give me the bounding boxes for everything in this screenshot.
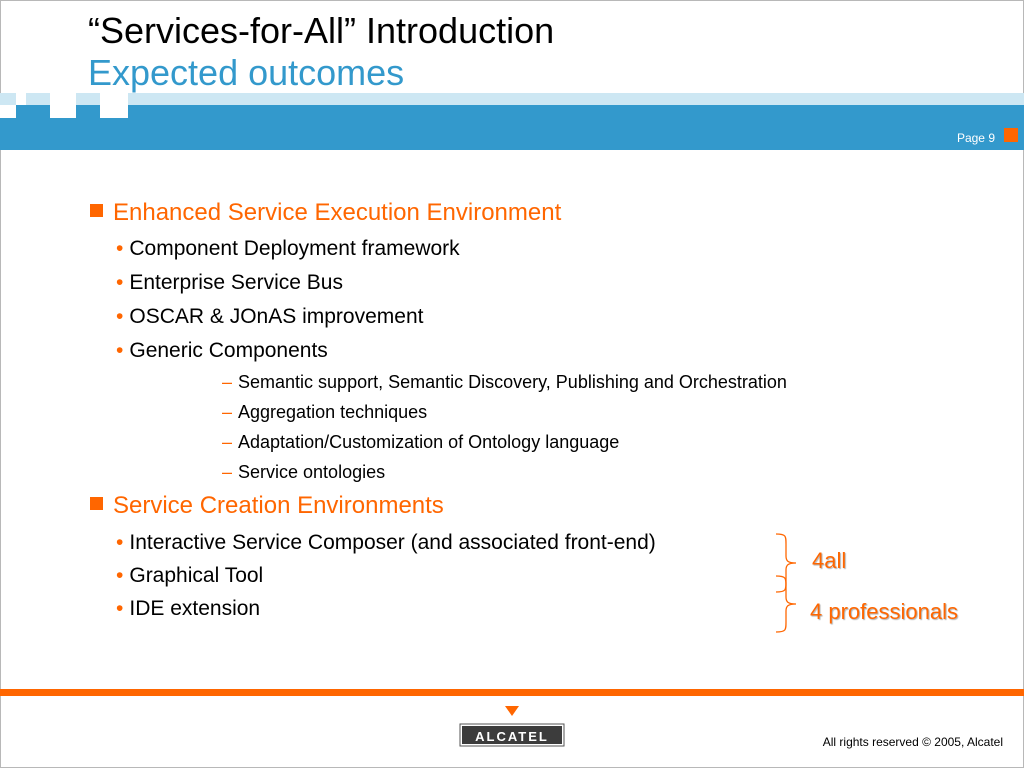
bullet-icon: •: [116, 339, 124, 362]
list-item-text: Generic Components: [129, 339, 328, 362]
list-item: •Graphical Tool: [116, 564, 263, 588]
list-item: •Generic Components: [116, 339, 328, 363]
page-number: Page 9: [956, 131, 995, 145]
list-item: •Enterprise Service Bus: [116, 271, 343, 295]
slide-title: “Services-for-All” Introduction: [88, 10, 555, 51]
sub-list-item: –Adaptation/Customization of Ontology la…: [222, 432, 619, 453]
deco-square: [76, 93, 100, 105]
list-item-text: Component Deployment framework: [129, 237, 460, 260]
square-bullet-icon: [90, 204, 103, 217]
bullet-icon: •: [116, 305, 124, 328]
sub-list-item: –Semantic support, Semantic Discovery, P…: [222, 372, 787, 393]
header-band-light: [128, 93, 1024, 105]
list-item-text: Interactive Service Composer (and associ…: [129, 531, 656, 554]
square-bullet-icon: [90, 497, 103, 510]
alcatel-logo: ALCATEL: [458, 704, 566, 753]
sub-list-item-text: Aggregation techniques: [238, 402, 428, 422]
brace-label-4-professionals: 4 professionals: [810, 599, 958, 624]
deco-square: [50, 105, 76, 118]
bullet-icon: •: [116, 564, 124, 587]
slide-subtitle: Expected outcomes: [88, 52, 405, 93]
brace-icon: [775, 575, 797, 633]
bullet-icon: •: [116, 531, 124, 554]
list-item: •IDE extension: [116, 597, 260, 621]
dash-icon: –: [222, 402, 233, 422]
bullet-icon: •: [116, 271, 124, 294]
sub-list-item-text: Semantic support, Semantic Discovery, Pu…: [238, 372, 787, 392]
deco-square: [16, 93, 26, 105]
brace-label-4all: 4all: [812, 548, 847, 573]
section-heading-text: Service Creation Environments: [113, 492, 444, 519]
section-heading: Enhanced Service Execution Environment: [90, 199, 561, 227]
list-item-text: OSCAR & JOnAS improvement: [129, 305, 424, 328]
dash-icon: –: [222, 462, 233, 482]
sub-list-item: –Service ontologies: [222, 462, 385, 483]
page-marker-square: [1004, 128, 1018, 142]
footer-line: [0, 689, 1024, 696]
header-band: [0, 105, 1024, 150]
deco-square: [26, 93, 50, 105]
deco-square: [100, 93, 128, 105]
sub-list-item-text: Service ontologies: [238, 462, 386, 482]
copyright-text: All rights reserved © 2005, Alcatel: [822, 735, 1003, 749]
section-heading-text: Enhanced Service Execution Environment: [113, 199, 562, 226]
deco-square: [50, 93, 76, 105]
dash-icon: –: [222, 432, 233, 452]
deco-square: [0, 105, 16, 118]
bullet-icon: •: [116, 597, 124, 620]
list-item-text: Enterprise Service Bus: [129, 271, 343, 294]
logo-icon: [459, 706, 565, 747]
list-item-text: Graphical Tool: [129, 564, 264, 587]
section-heading: Service Creation Environments: [90, 492, 444, 520]
sub-list-item: –Aggregation techniques: [222, 402, 427, 423]
sub-list-item-text: Adaptation/Customization of Ontology lan…: [238, 432, 620, 452]
deco-square: [100, 105, 128, 118]
logo-text: ALCATEL: [475, 729, 549, 744]
list-item: •Component Deployment framework: [116, 237, 460, 261]
deco-square: [0, 93, 16, 105]
bullet-icon: •: [116, 237, 124, 260]
list-item: •Interactive Service Composer (and assoc…: [116, 531, 656, 555]
dash-icon: –: [222, 372, 233, 392]
list-item: •OSCAR & JOnAS improvement: [116, 305, 423, 329]
list-item-text: IDE extension: [129, 597, 261, 620]
